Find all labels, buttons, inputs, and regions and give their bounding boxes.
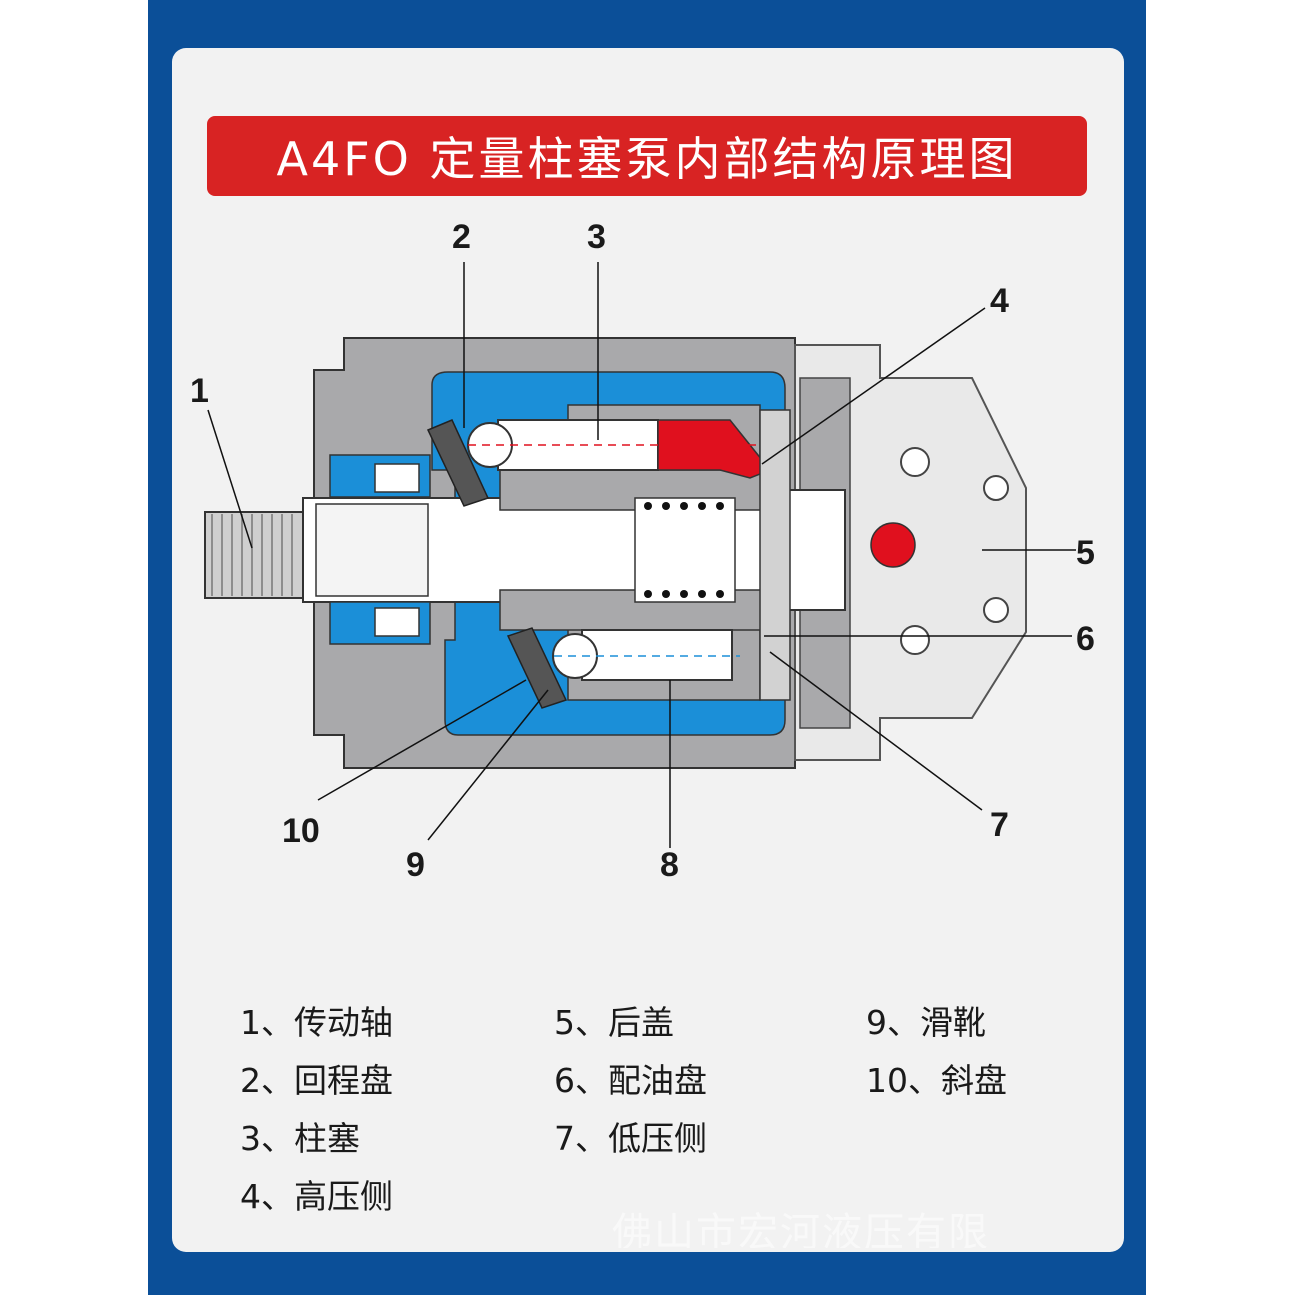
legend-item: 1、传动轴 (240, 1003, 393, 1042)
lower-piston (540, 629, 740, 681)
callout-2: 2 (452, 218, 471, 256)
legend-item: 3、柱塞 (240, 1119, 360, 1158)
swash-plate (426, 419, 568, 709)
diagram-title: A4FO 定量柱塞泵内部结构原理图 (207, 116, 1087, 196)
valve-plate (759, 409, 916, 701)
cylinder-block (499, 469, 846, 631)
front-bearing (329, 454, 431, 645)
callout-5: 5 (1076, 534, 1095, 572)
legend-item: 4、高压侧 (240, 1177, 393, 1216)
callout-10: 10 (282, 812, 320, 850)
legend-item: 2、回程盘 (240, 1061, 393, 1100)
upper-piston (440, 419, 772, 479)
callout-8: 8 (660, 846, 679, 884)
legend-item: 6、配油盘 (554, 1061, 707, 1100)
callout-7: 7 (990, 806, 1009, 844)
callout-4: 4 (990, 282, 1009, 320)
callout-3: 3 (587, 218, 606, 256)
watermark: 佛山市宏河液压有限 (612, 1210, 990, 1248)
legend-item: 10、斜盘 (866, 1061, 1007, 1100)
legend-item: 7、低压侧 (554, 1119, 707, 1158)
callout-9: 9 (406, 846, 425, 884)
legend-item: 9、滑靴 (866, 1003, 986, 1042)
leader-lines (207, 262, 1076, 848)
legend-item: 5、后盖 (554, 1003, 674, 1042)
callout-1: 1 (190, 372, 209, 410)
callout-6: 6 (1076, 620, 1095, 658)
